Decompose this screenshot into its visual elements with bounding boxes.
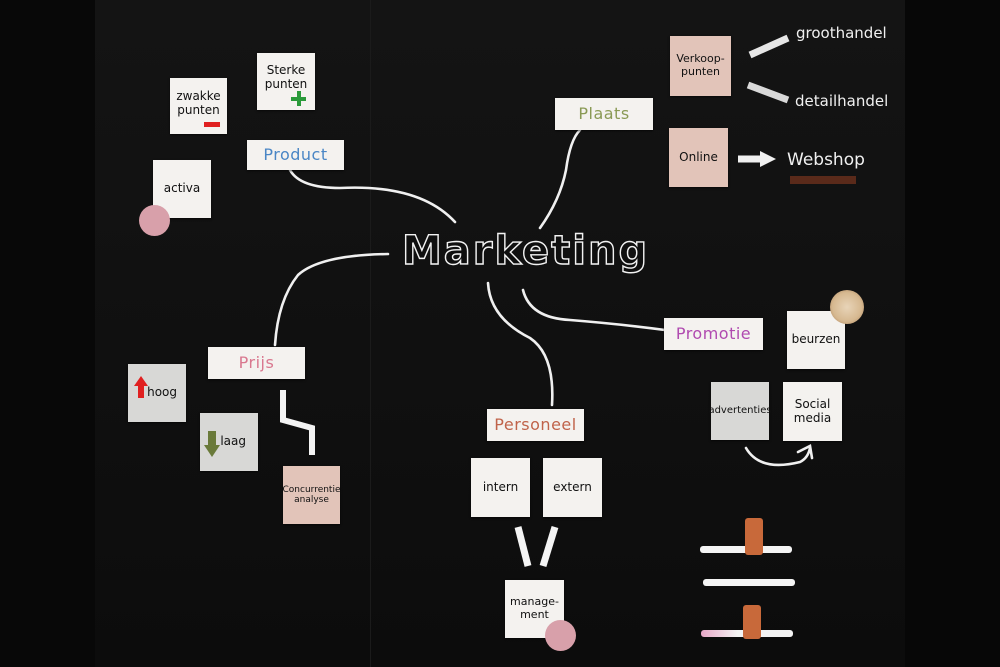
- board-right-edge: [905, 0, 1000, 667]
- board-seam: [370, 0, 371, 667]
- arrow-online-webshop: [738, 151, 776, 167]
- node-promotie: Promotie: [664, 318, 763, 350]
- node-personeel: Personeel: [487, 409, 584, 441]
- card-sterke-punten: Sterke punten: [257, 53, 315, 110]
- mindmap-title: Marketing: [401, 227, 650, 274]
- card-advertenties: advertenties: [708, 382, 772, 440]
- plus-icon: [291, 91, 306, 106]
- bar-groothandel: [748, 34, 790, 59]
- card-intern: intern: [471, 458, 530, 517]
- node-prijs: Prijs: [208, 347, 305, 379]
- card-laag: laag: [200, 413, 258, 471]
- zigzag-connector: [280, 390, 315, 455]
- arrow-up-icon: [134, 376, 148, 398]
- minus-icon: [204, 122, 220, 127]
- card-social-media: Social media: [783, 382, 842, 441]
- magnet-pink-2: [545, 620, 576, 651]
- connector-prijs: [273, 252, 390, 347]
- label-webshop: Webshop: [787, 150, 865, 170]
- card-hoog-label: hoog: [147, 385, 177, 400]
- board-panel: [95, 0, 905, 667]
- card-extern-label: extern: [553, 479, 592, 494]
- node-product-label: Product: [263, 144, 328, 164]
- card-social-media-label: Social media: [793, 396, 832, 425]
- board-left-edge: [0, 0, 95, 667]
- arrow-advertenties-socialmedia: [744, 444, 814, 467]
- card-concurrentieanalyse: Concurrentie analyse: [282, 466, 341, 524]
- connector-promotie: [521, 288, 667, 332]
- card-zwakke-punten: zwakke punten: [170, 78, 227, 134]
- card-beurzen: beurzen: [787, 311, 845, 369]
- card-online-label: Online: [679, 149, 718, 164]
- bar-detailhandel: [746, 81, 790, 104]
- magnet-wood: [830, 290, 864, 324]
- label-detailhandel: detailhandel: [795, 92, 889, 110]
- connector-plaats: [538, 128, 582, 230]
- node-product: Product: [247, 140, 344, 170]
- card-laag-label: laag: [220, 434, 246, 449]
- node-plaats: Plaats: [555, 98, 653, 130]
- card-verkooppunten-label: Verkoop- punten: [676, 52, 725, 78]
- node-prijs-label: Prijs: [238, 352, 275, 372]
- connector-personeel: [486, 281, 554, 407]
- card-advertenties-label: advertenties: [708, 405, 772, 417]
- connector-intern-management: [514, 526, 532, 567]
- arrow-down-icon: [204, 431, 220, 457]
- card-activa-label: activa: [163, 181, 201, 196]
- card-online: Online: [669, 128, 728, 187]
- magnet-pink: [139, 205, 170, 236]
- chalk-marker-2[interactable]: [703, 579, 795, 586]
- card-verkooppunten: Verkoop- punten: [670, 36, 731, 96]
- node-promotie-label: Promotie: [675, 323, 752, 343]
- card-extern: extern: [543, 458, 602, 517]
- card-concurrentieanalyse-label: Concurrentie analyse: [282, 484, 341, 505]
- node-personeel-label: Personeel: [494, 414, 577, 434]
- webshop-bar: [790, 176, 856, 184]
- node-plaats-label: Plaats: [578, 103, 630, 123]
- card-management-label: manage- ment: [510, 595, 559, 621]
- card-sterke-punten-label: Sterke punten: [264, 63, 308, 91]
- leather-clip-2: [743, 605, 761, 639]
- leather-clip-1: [745, 518, 763, 555]
- card-zwakke-punten-label: zwakke punten: [176, 89, 221, 117]
- card-beurzen-label: beurzen: [791, 332, 841, 347]
- card-hoog: hoog: [128, 364, 186, 422]
- card-intern-label: intern: [482, 479, 519, 494]
- label-groothandel: groothandel: [796, 24, 887, 42]
- connector-product: [288, 168, 457, 224]
- connector-extern-management: [539, 525, 559, 568]
